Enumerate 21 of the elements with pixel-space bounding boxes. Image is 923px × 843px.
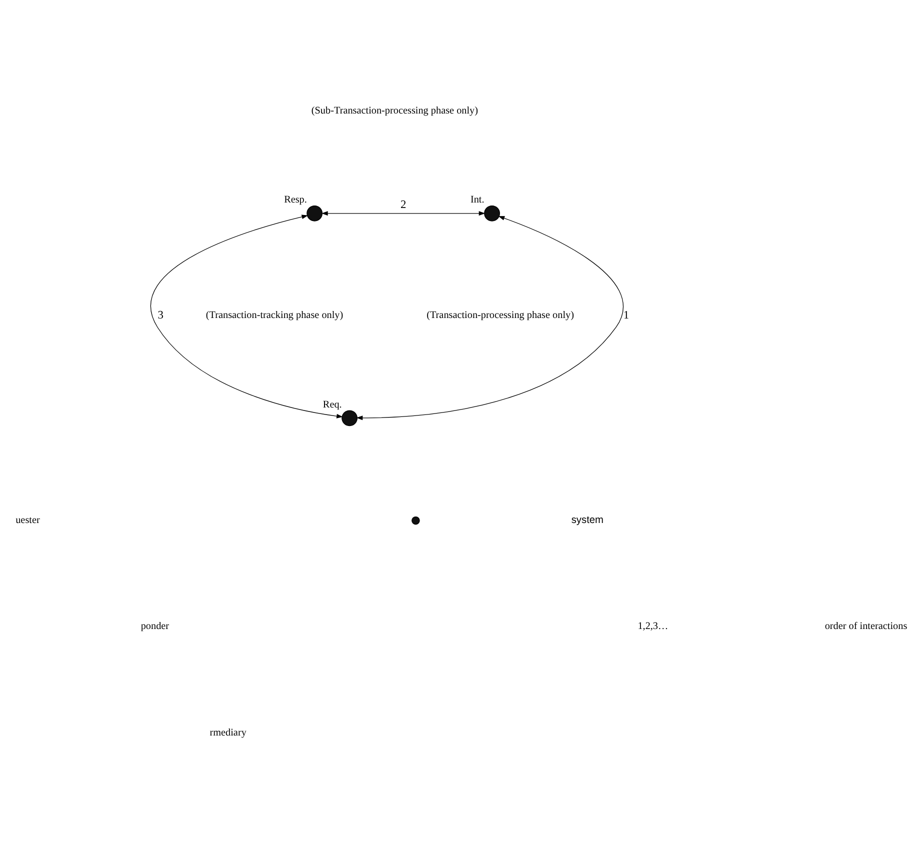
label: ponder xyxy=(140,620,170,632)
legend-label: system xyxy=(571,514,604,526)
label: (Transaction-tracking phase only) xyxy=(206,310,344,321)
label: 1,2,3… xyxy=(638,620,668,632)
arrow xyxy=(150,214,343,418)
label: uester xyxy=(16,514,40,526)
arrow xyxy=(321,210,486,216)
edge-label: 3 xyxy=(158,309,164,322)
node-label: Resp. xyxy=(284,194,307,205)
edge-label: 1 xyxy=(623,309,630,322)
arrow xyxy=(356,216,624,420)
edge-label: 2 xyxy=(400,198,406,210)
label: (Transaction-processing phase only) xyxy=(426,310,574,321)
node-circle xyxy=(306,204,323,221)
label: rmediary xyxy=(210,726,246,738)
node-label: Req. xyxy=(322,398,342,410)
node-label: Int. xyxy=(470,194,484,205)
node-circle xyxy=(484,204,500,221)
label: order of interactions xyxy=(824,620,908,632)
label: (Sub-Transaction-processing phase only) xyxy=(311,104,478,116)
node-circle xyxy=(342,410,358,426)
